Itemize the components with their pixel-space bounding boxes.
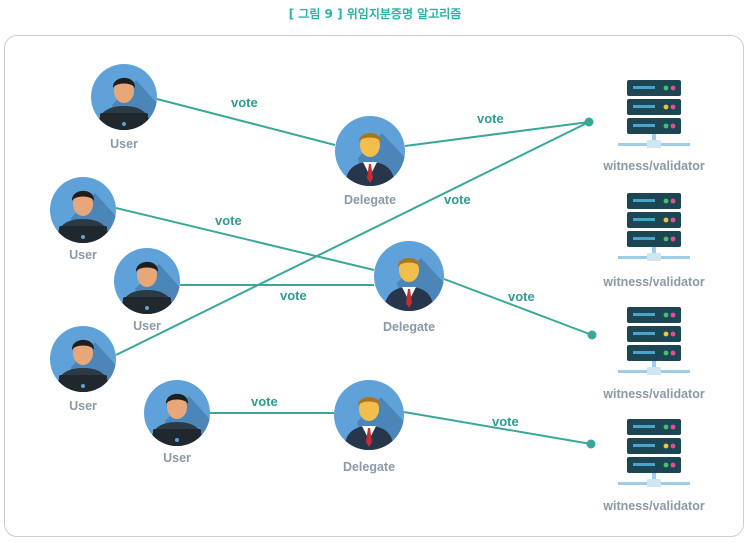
- edge-delegate1-validator1: [404, 121, 590, 147]
- user-label: User: [163, 451, 191, 465]
- server-icon: [618, 193, 690, 261]
- server-icon: [618, 307, 690, 375]
- delegate-label: Delegate: [343, 460, 395, 474]
- vote-label: vote: [251, 394, 278, 409]
- figure-caption: [ 그림 9 ] 위임지분증명 알고리즘: [288, 7, 462, 21]
- validator-node: witness/validator: [602, 419, 705, 513]
- user-node: User: [91, 64, 157, 151]
- delegate-node: Delegate: [374, 241, 444, 334]
- delegate-node: Delegate: [334, 380, 404, 474]
- user-face-icon: [73, 192, 93, 216]
- delegate-face-icon: [399, 258, 419, 282]
- edge-user1-delegate1: [156, 98, 336, 146]
- vote-label: vote: [492, 414, 519, 429]
- validator-node: witness/validator: [602, 193, 705, 289]
- validator-label: witness/validator: [602, 275, 705, 289]
- validator-label: witness/validator: [602, 159, 705, 173]
- edge-delegate3-validator4: [403, 411, 592, 445]
- vote-label: vote: [280, 288, 307, 303]
- user-label: User: [69, 248, 97, 262]
- user-face-icon: [167, 395, 187, 419]
- edge-endpoint-dot: [587, 330, 597, 340]
- user-node: User: [114, 248, 180, 333]
- server-icon: [618, 419, 690, 487]
- edge-delegate2-validator3: [443, 278, 593, 336]
- user-face-icon: [114, 79, 134, 103]
- user-label: User: [69, 399, 97, 413]
- edge-user2-delegate2: [115, 207, 375, 271]
- edge-endpoint-dot: [584, 117, 594, 127]
- edge-user4-validator1: [115, 121, 590, 356]
- validator-node: witness/validator: [602, 80, 705, 173]
- user-node: User: [144, 380, 210, 465]
- validator-label: witness/validator: [602, 499, 705, 513]
- delegate-face-icon: [360, 133, 380, 157]
- delegate-node: Delegate: [335, 116, 405, 207]
- vote-label: vote: [444, 192, 471, 207]
- user-label: User: [133, 319, 161, 333]
- user-label: User: [110, 137, 138, 151]
- user-face-icon: [73, 341, 93, 365]
- user-face-icon: [137, 263, 157, 287]
- validator-label: witness/validator: [602, 387, 705, 401]
- delegate-label: Delegate: [383, 320, 435, 334]
- vote-label: vote: [215, 213, 242, 228]
- vote-label: vote: [477, 111, 504, 126]
- delegate-label: Delegate: [344, 193, 396, 207]
- vote-label: vote: [508, 289, 535, 304]
- delegate-face-icon: [359, 397, 379, 421]
- server-icon: [618, 80, 690, 148]
- validator-node: witness/validator: [602, 307, 705, 401]
- vote-label: vote: [231, 95, 258, 110]
- user-node: User: [50, 177, 116, 262]
- user-node: User: [50, 326, 116, 413]
- edge-endpoint-dot: [586, 439, 596, 449]
